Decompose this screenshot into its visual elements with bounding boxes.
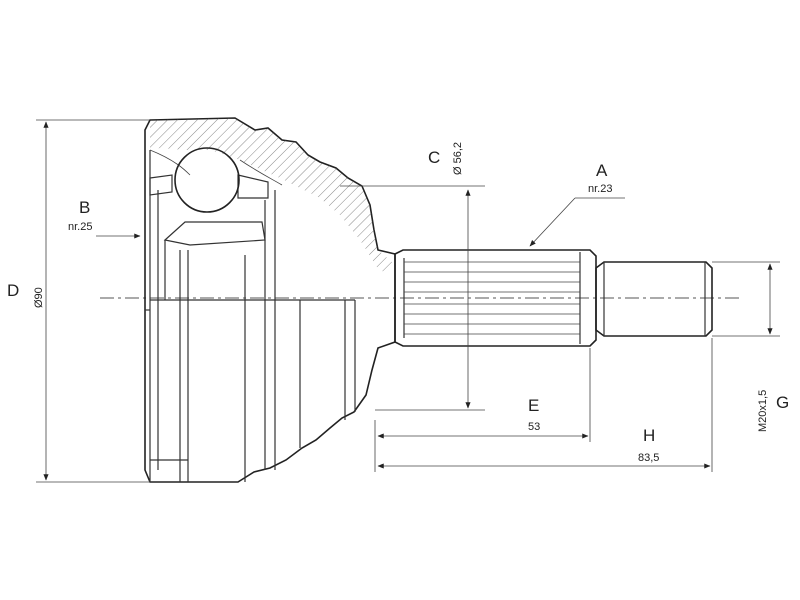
label-E-value: 53 [528,421,540,433]
label-G-value: M20x1,5 [757,390,769,432]
splined-shaft [394,249,597,347]
dim-D [36,119,150,483]
dim-G [712,261,780,337]
label-D-value: Ø90 [33,287,45,308]
label-B: B [79,198,90,217]
label-A: A [596,161,608,180]
label-H: H [643,426,655,445]
threaded-stub [595,261,713,337]
label-C-value: Ø 56,2 [452,142,464,175]
dim-A [529,197,625,247]
label-B-value: nr.25 [68,221,92,233]
dim-E [377,348,591,442]
label-A-value: nr.23 [588,183,612,195]
dim-H [374,338,713,472]
label-D: D [7,281,19,300]
label-H-value: 83,5 [638,452,659,464]
dim-C [340,185,485,411]
label-C: C [428,148,440,167]
label-G: G [776,393,789,412]
ball [174,147,240,213]
label-E: E [528,396,539,415]
